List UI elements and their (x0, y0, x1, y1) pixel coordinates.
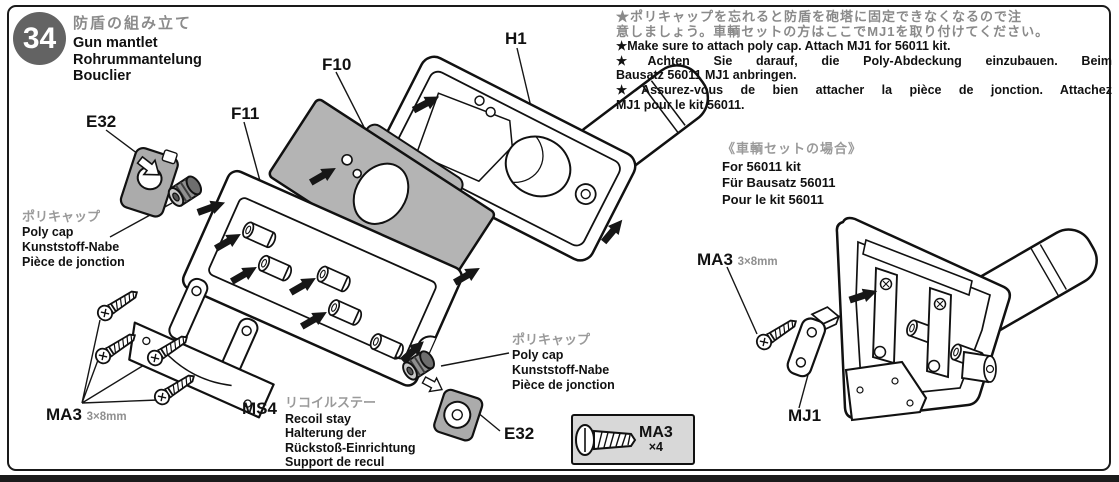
polycap-right-de: Kunststoff-Nabe (512, 363, 610, 377)
kit-note-ja: 《車輌セットの場合》 (722, 141, 863, 156)
label-ms4: MS4 (242, 399, 277, 418)
ms4-caption-en: Recoil stay (285, 411, 352, 426)
panel-border (7, 5, 1111, 471)
ma3-right-size: 3×8mm (737, 256, 778, 268)
kit-note-de: Für Bausatz 56011 (722, 175, 836, 190)
polycap-left-de: Kunststoff-Nabe (22, 240, 120, 254)
kit-note-fr: Pour le kit 56011 (722, 191, 824, 207)
label-f11: F11 (231, 104, 260, 123)
part-h1-drawing (378, 55, 710, 262)
label-h1: H1 (505, 29, 527, 48)
label-ma3-left: MA3 3×8mm (46, 405, 127, 425)
kit-note-block: 《車輌セットの場合》 For 56011 kit Für Bausatz 560… (722, 141, 862, 208)
part-mj1-drawing (753, 284, 880, 378)
ms4-caption: リコイルステー Recoil stay Halterung der Rückst… (285, 395, 416, 470)
part-f10-drawing (268, 98, 496, 290)
note-ja-line2: 意しましょう。車輌セットの方はここでMJ1を取り付けてください。 (616, 23, 1050, 39)
next-panel-edge (0, 475, 1119, 482)
part-e32-top-drawing (119, 146, 205, 218)
step-title-de: Rohrummantelung (73, 51, 202, 68)
ma3-screw-icon (575, 423, 637, 456)
assembled-mantlet-drawing (835, 216, 1098, 422)
step-number-badge: 34 (13, 12, 66, 65)
ms4-caption-de2: Rückstoß-Einrichtung (285, 440, 416, 455)
ma3-left-size: 3×8mm (86, 411, 127, 423)
label-ma3-right: MA3 3×8mm (697, 250, 778, 270)
label-mj1: MJ1 (788, 406, 822, 425)
part-f11-drawing (181, 169, 464, 387)
ms4-caption-ja: リコイルステー (285, 395, 377, 410)
note-en: ★Make sure to attach poly cap. Attach MJ… (616, 39, 951, 54)
part-e32-bottom-drawing (399, 347, 484, 442)
step-title-en: Gun mantlet (73, 35, 158, 51)
polycap-caption-left: ポリキャップ Poly cap Kunststoff-Nabe Pièce de… (22, 209, 125, 270)
polycap-right-en: Poly cap (512, 348, 564, 362)
polycap-caption-right: ポリキャップ Poly cap Kunststoff-Nabe Pièce de… (512, 332, 615, 393)
label-f10: F10 (322, 55, 352, 74)
note-ja-line1: ★ポリキャップを忘れると防盾を砲塔に固定できなくなるので注 (616, 9, 1023, 24)
ma3-right-name: MA3 (697, 250, 733, 269)
kit-note-en: For 56011 kit (722, 158, 801, 174)
label-e32-top: E32 (86, 112, 117, 131)
ms4-caption-de1: Halterung der (285, 426, 367, 440)
screw-box-text: MA3 ×4 (639, 424, 673, 455)
note-fr-line2: MJ1 pour le kit 56011. (616, 97, 745, 112)
polycap-left-en: Poly cap (22, 225, 74, 239)
screw-qty-box: MA3 ×4 (571, 414, 695, 465)
step-title-fr: Bouclier (73, 68, 132, 84)
polycap-left-fr: Pièce de jonction (22, 255, 125, 269)
polycap-right-ja: ポリキャップ (512, 332, 591, 347)
polycap-left-ja: ポリキャップ (22, 209, 101, 224)
polycap-right-fr: Pièce de jonction (512, 378, 615, 392)
note-de-line1: ★Achten Sie darauf, die Poly-Abdeckung e… (616, 53, 1112, 68)
note-de-line2: Bausatz 56011 MJ1 anbringen. (616, 68, 797, 83)
ms4-caption-fr: Support de recul (285, 455, 385, 469)
label-e32-bottom: E32 (504, 424, 535, 443)
step-title-block: 防盾の組み立て Gun mantlet Rohrummantelung Bouc… (73, 12, 202, 85)
screw-box-label: MA3 (639, 424, 673, 441)
ma3-left-name: MA3 (46, 405, 82, 424)
warning-notes-block: ★ポリキャップを忘れると防盾を砲塔に固定できなくなるので注 意しましょう。車輌セ… (616, 9, 1112, 112)
step-number: 34 (22, 21, 57, 55)
screw-box-qty: ×4 (648, 440, 664, 454)
note-fr-line1: ★Assurez-vous de bien attacher la pièce … (616, 82, 1112, 97)
step-title-ja: 防盾の組み立て (73, 15, 193, 32)
